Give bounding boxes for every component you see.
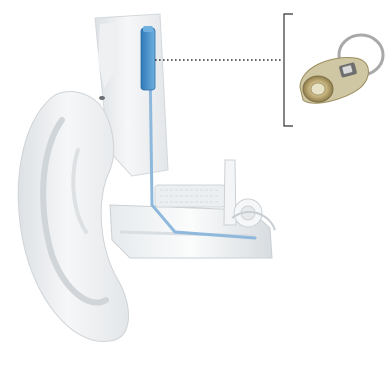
callout-bracket <box>284 14 293 126</box>
implant-device <box>141 28 155 90</box>
implant-device-top <box>143 26 153 32</box>
skin-marker-dot <box>99 96 105 100</box>
implant-inset <box>300 35 383 103</box>
